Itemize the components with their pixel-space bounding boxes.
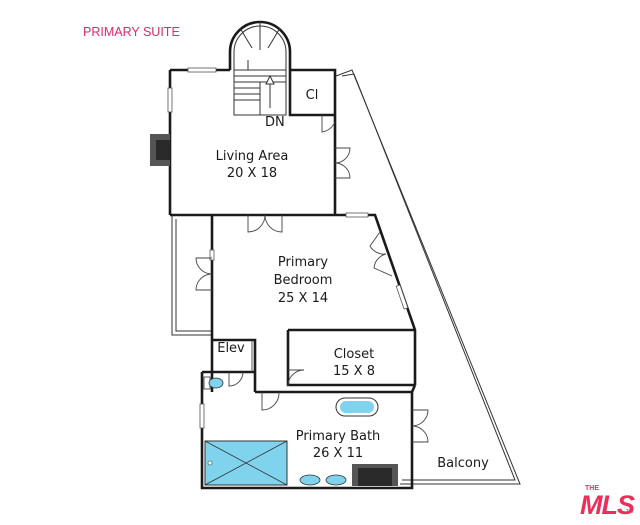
stair-turret bbox=[228, 20, 292, 116]
bath-name: Primary Bath bbox=[296, 429, 381, 444]
mls-logo-top: THE bbox=[585, 485, 599, 492]
windows bbox=[167, 67, 409, 429]
living-area-name: Living Area bbox=[216, 149, 289, 164]
living-area-dims: 20 X 18 bbox=[227, 166, 277, 181]
doors bbox=[195, 115, 429, 443]
balcony-label: Balcony bbox=[437, 456, 489, 471]
plan-title: PRIMARY SUITE bbox=[83, 25, 180, 39]
balcony-outline bbox=[171, 69, 521, 485]
bathtub-icon bbox=[335, 397, 379, 417]
mls-logo-suffix: TM bbox=[626, 509, 633, 515]
fireplace-icon bbox=[150, 134, 170, 166]
bedroom-dims: 25 X 14 bbox=[278, 291, 328, 306]
bedroom-name-line2: Bedroom bbox=[274, 273, 333, 288]
closet-dims: 15 X 8 bbox=[333, 364, 375, 379]
closet-name: Closet bbox=[334, 347, 375, 362]
elevator-label: Elev bbox=[217, 341, 245, 356]
bedroom-name-line1: Primary bbox=[278, 255, 329, 270]
shower bbox=[204, 440, 288, 486]
mls-logo: THE MLS TM bbox=[580, 485, 636, 520]
closet-small-label: Cl bbox=[306, 88, 319, 103]
stair-arrow-icon bbox=[265, 74, 275, 108]
sink-icon bbox=[299, 474, 347, 486]
mls-logo-main: MLS bbox=[580, 490, 635, 520]
fireplace-icon bbox=[352, 464, 398, 486]
toilet-icon bbox=[203, 376, 224, 390]
bath-dims: 26 X 11 bbox=[313, 446, 363, 461]
stairs-label: DN bbox=[265, 115, 285, 130]
